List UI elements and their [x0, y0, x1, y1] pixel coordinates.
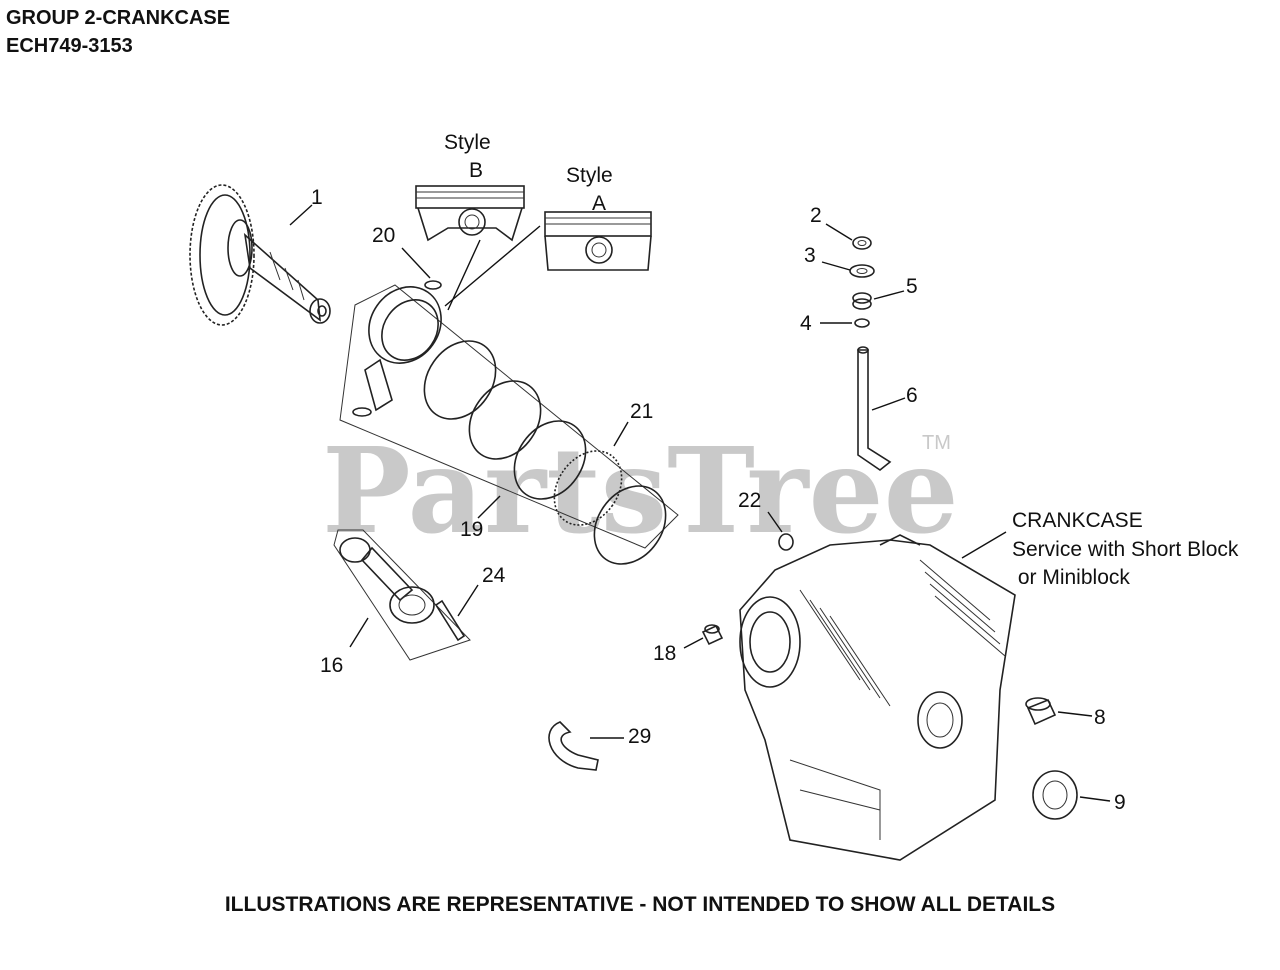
diagram-title: GROUP 2-CRANKCASE [6, 7, 231, 29]
part-seal-5[interactable] [852, 292, 872, 310]
callout-20: 20 [372, 224, 395, 247]
callout-9: 9 [1114, 791, 1126, 814]
part-washer-3[interactable] [849, 264, 875, 278]
callout-3: 3 [804, 244, 816, 267]
crankcase-label: CRANKCASE [1012, 509, 1143, 532]
callout-16: 16 [320, 654, 343, 677]
part-plug-22[interactable] [778, 533, 794, 551]
part-washer-2[interactable] [852, 236, 872, 250]
part-dipstick-tube-6[interactable] [857, 346, 892, 471]
disclaimer-footer: ILLUSTRATIONS ARE REPRESENTATIVE - NOT I… [224, 893, 1056, 916]
style-a-letter: A [592, 192, 606, 215]
part-camshaft[interactable] [189, 184, 331, 326]
watermark-text: PartsTree [322, 421, 959, 560]
callout-2: 2 [810, 204, 822, 227]
style-b-label: Style [444, 131, 491, 154]
part-dowel-18[interactable] [701, 624, 724, 646]
watermark-trademark: TM [922, 432, 951, 454]
callout-18: 18 [653, 642, 676, 665]
part-clamp-29[interactable] [548, 721, 599, 771]
callout-8: 8 [1094, 706, 1106, 729]
style-a-label: Style [566, 164, 613, 187]
callout-21: 21 [630, 400, 653, 423]
crankcase-miniblock-note: or Miniblock [1012, 566, 1130, 589]
callout-29: 29 [628, 725, 651, 748]
connecting-rod[interactable] [333, 529, 471, 661]
callout-24: 24 [482, 564, 506, 587]
callout-6: 6 [906, 384, 918, 407]
piston-rings[interactable] [410, 327, 681, 578]
part-oil-seal-9[interactable] [1032, 770, 1078, 820]
callout-5: 5 [906, 275, 918, 298]
callout-1: 1 [311, 186, 323, 209]
part-plug-8[interactable] [1025, 697, 1057, 726]
callout-4: 4 [800, 312, 812, 335]
part-ring-4[interactable] [854, 318, 870, 328]
piston-style-b[interactable] [415, 185, 525, 242]
style-b-letter: B [469, 159, 483, 182]
model-number: ECH749-3153 [6, 35, 133, 57]
crankcase-service-note: Service with Short Block [1012, 538, 1239, 561]
callout-22: 22 [738, 489, 761, 512]
part-crankcase[interactable] [739, 534, 1016, 861]
piston-style-a[interactable] [544, 211, 652, 271]
callout-19: 19 [460, 518, 483, 541]
piston-assembly[interactable] [339, 273, 679, 549]
